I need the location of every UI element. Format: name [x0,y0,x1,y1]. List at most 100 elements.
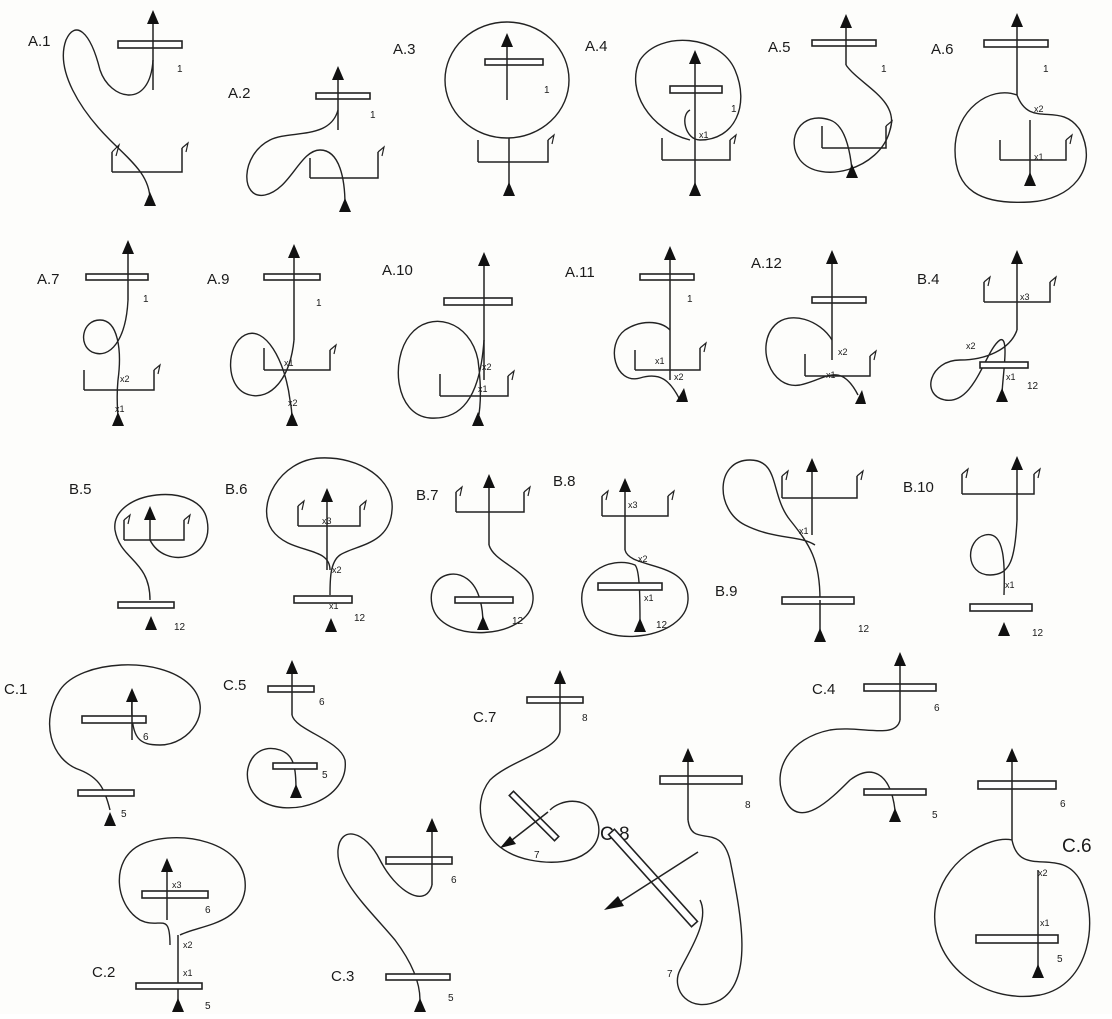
arrow-up-icon [1011,456,1023,470]
arrow-up-icon [689,182,701,196]
bar-number: 12 [858,624,870,635]
bar [781,596,855,605]
crossing-label: x2 [482,362,492,372]
arrow-up-icon [325,618,337,632]
bar-number: 8 [745,800,751,811]
bar [969,603,1033,612]
arrow-up-icon [172,998,184,1012]
crossing-label: x1 [1006,372,1016,382]
figure-b6: B.6 x3 x2 x1 12 [225,457,393,632]
figure-label: B.7 [416,487,439,504]
figure-a7: A.7 x2 x1 1 [37,240,161,426]
curve [613,321,681,401]
curve [479,729,600,863]
arrow-up-icon [855,390,866,404]
figure-c2: C.2 x3 x2 x1 6 5 [92,837,246,1012]
bar [979,361,1029,369]
figure-label: A.2 [228,85,251,102]
flag-icon [601,489,609,501]
figure-a2: A.2 1 [228,66,385,212]
figure-label: A.6 [931,41,954,58]
crossing-label: x2 [674,372,684,382]
fork [781,476,858,499]
bar [526,696,584,704]
figure-label: A.3 [393,41,416,58]
bar-number: 6 [451,875,457,886]
fork [804,354,871,377]
figure-label: B.4 [917,271,940,288]
curve [765,317,859,396]
crossing-label: x3 [1020,292,1030,302]
arrow-up-icon [1011,250,1023,264]
crossing-label: x1 [1040,918,1050,928]
loop [635,39,742,141]
bar [263,273,321,281]
flag-icon [961,467,969,479]
flag-icon [667,489,675,501]
arrow-up-icon [503,182,515,196]
strand [619,851,699,903]
bar-number: 6 [319,697,325,708]
bar [141,890,209,899]
curve [82,299,129,421]
arrow-up-icon [144,506,156,520]
bar [977,780,1057,790]
fork [983,282,1051,303]
figure-b5: B.5 12 [69,481,209,633]
crossing-label: x2 [1038,868,1048,878]
figure-label: C.6 [1062,836,1092,857]
arrow-up-icon [286,660,298,674]
arrow-up-icon [288,244,300,258]
figure-label: A.10 [382,262,413,279]
crossing-label: x2 [638,554,648,564]
arrow-up-icon [1032,964,1044,978]
bar-number: 12 [1032,628,1044,639]
figure-a5: A.5 1 [768,14,893,178]
flag-icon [455,485,463,497]
figure-b7: B.7 12 [416,474,534,634]
arrow-up-icon [126,688,138,702]
figure-a12: A.12 x2 x1 [751,250,877,404]
flag-icon [983,275,991,287]
flag-icon [547,133,555,145]
bar [975,934,1059,944]
bar [669,85,723,94]
figure-label: B.6 [225,481,248,498]
arrow-up-icon [634,618,646,632]
bar [77,789,135,797]
bar-number: 6 [934,703,940,714]
loop [266,457,393,596]
arrow-up-icon [894,652,906,666]
fork [263,348,331,371]
crossing-label: x3 [628,500,638,510]
fork [961,474,1035,495]
bar [607,828,699,928]
arrow-up-icon [290,784,302,798]
bar-number: 1 [177,64,183,75]
figure-c3: C.3 6 5 [331,818,457,1012]
flag-icon [699,341,707,353]
figure-label: C.5 [223,677,246,694]
fork [601,496,669,517]
crossing-label: x2 [1034,104,1044,114]
figure-label: C.7 [473,709,496,726]
figure-a3: A.3 1 [393,21,570,196]
arrow-up-icon [996,388,1008,402]
crossing-label: x3 [322,516,332,526]
strand [511,811,549,841]
curve [793,64,893,173]
crossing-label: x1 [655,356,665,366]
loop [444,21,570,139]
figure-c1: C.1 6 5 [4,664,201,826]
crossing-label: x2 [183,940,193,950]
arrow-up-icon [339,198,351,212]
crossing-label: x1 [183,968,193,978]
bar-number: 12 [512,616,524,627]
arrow-up-icon [554,670,566,684]
bar-number: 6 [205,905,211,916]
arrow-up-icon [161,858,173,872]
figure-label: B.5 [69,481,92,498]
bar-number: 1 [370,110,376,121]
bar [117,601,175,609]
